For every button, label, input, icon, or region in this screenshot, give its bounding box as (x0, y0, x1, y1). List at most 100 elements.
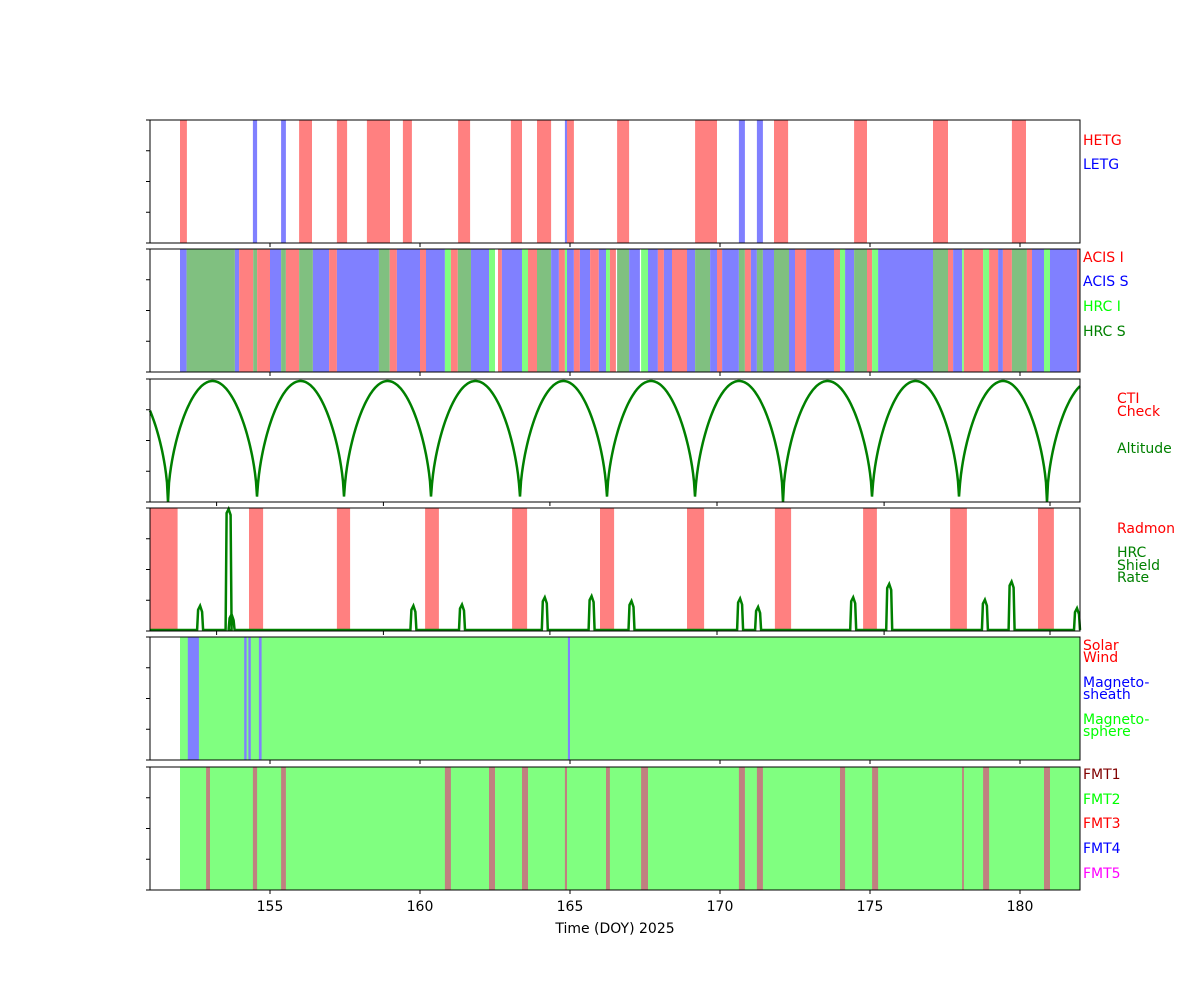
interval-bar-instruments (1026, 249, 1032, 372)
interval-bar-instruments (522, 249, 528, 372)
interval-bar-format (1044, 767, 1050, 890)
interval-bar-instruments (617, 249, 630, 372)
interval-bar-instruments (1002, 249, 1012, 372)
altitude-line (148, 379, 1081, 503)
legend-label-radiation: HRC (1117, 545, 1147, 561)
interval-bar-instruments (989, 249, 999, 372)
interval-bar-format (641, 767, 648, 890)
legend-label-region: sheath (1083, 687, 1131, 703)
legend-label-format: FMT1 (1083, 767, 1121, 783)
interval-bar-instruments (609, 249, 616, 372)
interval-bar-instruments (312, 249, 330, 372)
interval-bar-instruments (867, 249, 873, 372)
interval-bar-instruments (426, 249, 445, 372)
legend-label-region: Magneto- (1083, 712, 1149, 728)
legend-label-format: FMT5 (1083, 866, 1121, 882)
interval-bar-gratings (537, 120, 552, 243)
interval-bar-region (244, 637, 247, 760)
interval-bar-instruments (710, 249, 717, 372)
interval-bar-instruments (983, 249, 990, 372)
interval-bar-instruments (1032, 249, 1044, 372)
interval-bar-instruments (663, 249, 672, 372)
interval-bar-format (489, 767, 495, 890)
interval-bar-radiation (687, 508, 705, 631)
interval-bar-instruments (471, 249, 489, 372)
interval-bar-instruments (750, 249, 757, 372)
legend-label-radiation: Shield (1117, 558, 1160, 574)
interval-bar-gratings (738, 120, 745, 243)
interval-bar-instruments (774, 249, 789, 372)
interval-bar-gratings (252, 120, 258, 243)
interval-bar-gratings (1011, 120, 1026, 243)
interval-bar-gratings (510, 120, 522, 243)
interval-bar-instruments (687, 249, 696, 372)
interval-bar-instruments (756, 249, 763, 372)
interval-bar-instruments (722, 249, 739, 372)
interval-bar-instruments (738, 249, 745, 372)
interval-bar-instruments (281, 249, 286, 372)
interval-bar-instruments (854, 249, 867, 372)
interval-bar-format (252, 767, 258, 890)
interval-bar-gratings (180, 120, 187, 243)
interval-bar-instruments (672, 249, 687, 372)
interval-bar-instruments (501, 249, 522, 372)
interval-bar-gratings (933, 120, 948, 243)
interval-bar-instruments (695, 249, 711, 372)
legend-label-format: FMT3 (1083, 816, 1121, 832)
interval-bar-format (180, 767, 1080, 890)
interval-bar-instruments (789, 249, 795, 372)
interval-bar-instruments (299, 249, 313, 372)
interval-bar-instruments (744, 249, 751, 372)
interval-bar-instruments (396, 249, 420, 372)
interval-bar-radiation (863, 508, 877, 631)
interval-bar-instruments (489, 249, 495, 372)
interval-bar-instruments (840, 249, 846, 372)
interval-bar-gratings (567, 120, 574, 243)
interval-bar-format (606, 767, 610, 890)
panel-frame-radiation (149, 507, 1081, 632)
interval-bar-instruments (845, 249, 855, 372)
interval-bar-instruments (239, 249, 254, 372)
x-tick-label: 165 (557, 899, 584, 915)
interval-bar-instruments (657, 249, 664, 372)
x-tick-label: 155 (257, 899, 284, 915)
interval-bar-instruments (389, 249, 397, 372)
interval-bar-format (206, 767, 210, 890)
interval-bar-instruments (648, 249, 658, 372)
interval-bar-instruments (1044, 249, 1050, 372)
x-tick-label: 160 (407, 899, 434, 915)
legend-label-altitude: CTI (1117, 391, 1139, 407)
interval-bar-format (983, 767, 990, 890)
interval-bar-instruments (998, 249, 1003, 372)
interval-bar-format (738, 767, 745, 890)
legend-label-instruments: ACIS S (1083, 274, 1129, 290)
interval-bar-instruments (717, 249, 723, 372)
interval-bar-instruments (641, 249, 648, 372)
legend-label-instruments: ACIS I (1083, 250, 1124, 266)
interval-bar-instruments (551, 249, 559, 372)
interval-bar-gratings (281, 120, 286, 243)
interval-bar-instruments (1077, 249, 1080, 372)
interval-bar-radiation (1038, 508, 1054, 631)
interval-bar-instruments (234, 249, 240, 372)
legend-label-radiation: Rate (1117, 570, 1149, 586)
interval-bar-format (840, 767, 846, 890)
x-tick-label: 175 (857, 899, 884, 915)
hrc-shield-rate-line (150, 505, 1082, 632)
x-tick-label: 170 (707, 899, 734, 915)
interval-bar-radiation (336, 508, 351, 631)
interval-bar-instruments (1011, 249, 1027, 372)
interval-bar-radiation (600, 508, 615, 631)
interval-bar-instruments (528, 249, 537, 372)
interval-bar-gratings (336, 120, 348, 243)
interval-bar-instruments (270, 249, 282, 372)
interval-bar-instruments (537, 249, 552, 372)
interval-bar-gratings (299, 120, 312, 243)
interval-bar-instruments (186, 249, 235, 372)
interval-bar-instruments (606, 249, 610, 372)
interval-bar-instruments (948, 249, 954, 372)
interval-bar-radiation (150, 508, 178, 631)
interval-bar-instruments (629, 249, 640, 372)
interval-bar-gratings (854, 120, 867, 243)
